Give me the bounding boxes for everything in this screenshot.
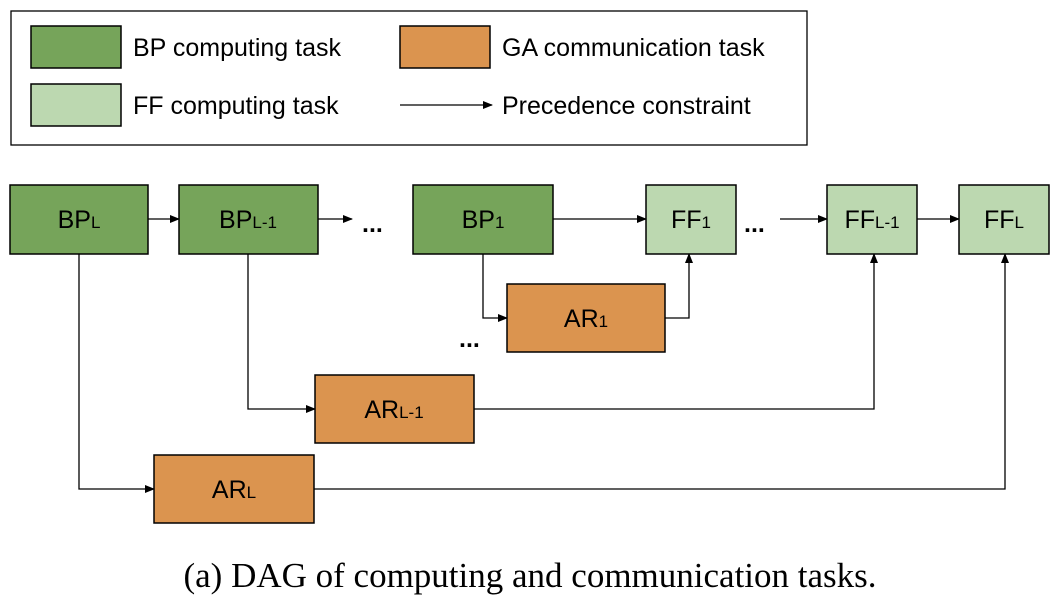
legend-ff-swatch [30, 83, 122, 127]
node-bp-l: BPL [9, 184, 149, 255]
node-ar-l-1: ARL-1 [314, 374, 475, 444]
edge-arl1-ffl1 [474, 253, 878, 410]
node-ar-1: AR1 [506, 283, 666, 353]
svg-text:BPL-1: BPL-1 [219, 206, 277, 234]
svg-text:AR1: AR1 [564, 305, 608, 333]
node-bp-l-1: BPL-1 [178, 184, 319, 255]
edge-bp1-ar1 [482, 254, 508, 322]
edges [78, 215, 1009, 493]
edge-arl-ffl [314, 253, 1009, 490]
figure-caption: (a) DAG of computing and communication t… [183, 556, 876, 595]
legend-ga-swatch [399, 25, 491, 69]
node-ff-l-1: FFL-1 [826, 184, 918, 255]
legend-precedence-label: Precedence constraint [502, 92, 751, 120]
edge-bpl-arl [78, 254, 155, 493]
svg-text:FF1: FF1 [671, 206, 711, 234]
ellipsis-after-ff1: ... [744, 210, 765, 238]
svg-text:ARL-1: ARL-1 [364, 396, 423, 424]
legend-bp-label: BP computing task [133, 34, 341, 62]
node-ar-l: ARL [153, 454, 315, 524]
legend-ga-label: GA communication task [502, 34, 765, 62]
nodes: BPL BPL-1 BP1 FF1 FFL-1 FFL AR1 [9, 184, 1050, 524]
legend-ff-label: FF computing task [133, 92, 339, 120]
ellipsis-after-bpl1: ... [362, 210, 383, 238]
edge-bpl1-arl1 [247, 254, 316, 413]
svg-text:BP1: BP1 [462, 206, 505, 234]
svg-text:ARL: ARL [212, 476, 256, 504]
node-ff-l: FFL [958, 184, 1050, 255]
svg-text:FFL: FFL [984, 206, 1024, 234]
node-bp-1: BP1 [412, 184, 554, 255]
legend-bp-swatch [30, 25, 122, 69]
legend: BP computing task GA communication task … [10, 10, 808, 146]
svg-text:BPL: BPL [58, 206, 101, 234]
node-ff-1: FF1 [645, 184, 737, 255]
svg-text:FFL-1: FFL-1 [844, 206, 899, 234]
ellipsis-before-ar1: ... [459, 325, 480, 353]
edge-ar1-ff1 [665, 253, 693, 319]
